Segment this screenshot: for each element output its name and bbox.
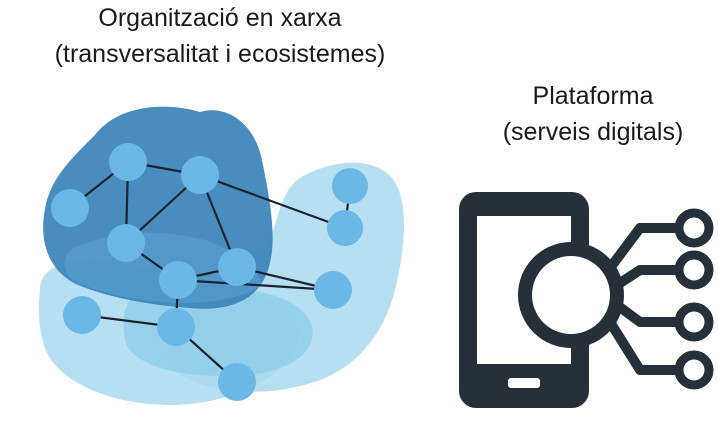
hub-terminals bbox=[674, 208, 714, 390]
network-node bbox=[327, 210, 363, 246]
network-node bbox=[107, 224, 145, 262]
network-nodes bbox=[51, 143, 368, 401]
connector-line bbox=[605, 317, 683, 375]
network-node bbox=[218, 248, 256, 286]
connector-line bbox=[612, 265, 683, 290]
network-node bbox=[314, 271, 352, 309]
platform-title-line1: Plataforma bbox=[532, 82, 654, 110]
network-node bbox=[218, 363, 256, 401]
network-node bbox=[109, 143, 147, 181]
terminal-circle bbox=[674, 250, 714, 290]
network-node bbox=[181, 156, 219, 194]
network-node bbox=[332, 168, 368, 204]
network-title-line1: Organització en xarxa bbox=[98, 4, 342, 32]
platform-title-line2: (serveis digitals) bbox=[502, 118, 684, 146]
network-node bbox=[157, 308, 195, 346]
network-node bbox=[159, 261, 197, 299]
terminal-circle bbox=[674, 350, 714, 390]
network-illustration bbox=[38, 106, 405, 405]
network-node bbox=[63, 296, 101, 334]
network-title: Organització en xarxa (transversalitat i… bbox=[0, 0, 440, 72]
edge bbox=[177, 278, 334, 292]
hub-circle bbox=[518, 242, 624, 348]
network-title-line2: (transversalitat i ecosistemes) bbox=[54, 40, 386, 68]
terminal-circle bbox=[674, 302, 714, 342]
phone-home-button bbox=[508, 378, 540, 388]
smartphone-network-icon bbox=[459, 192, 714, 408]
connector-line bbox=[605, 223, 683, 273]
network-node bbox=[51, 189, 89, 227]
hub-connectors bbox=[605, 223, 683, 375]
terminal-circle bbox=[674, 208, 714, 248]
platform-title: Plataforma (serveis digitals) bbox=[468, 78, 718, 150]
connector-line bbox=[612, 300, 683, 327]
edge bbox=[199, 173, 346, 230]
